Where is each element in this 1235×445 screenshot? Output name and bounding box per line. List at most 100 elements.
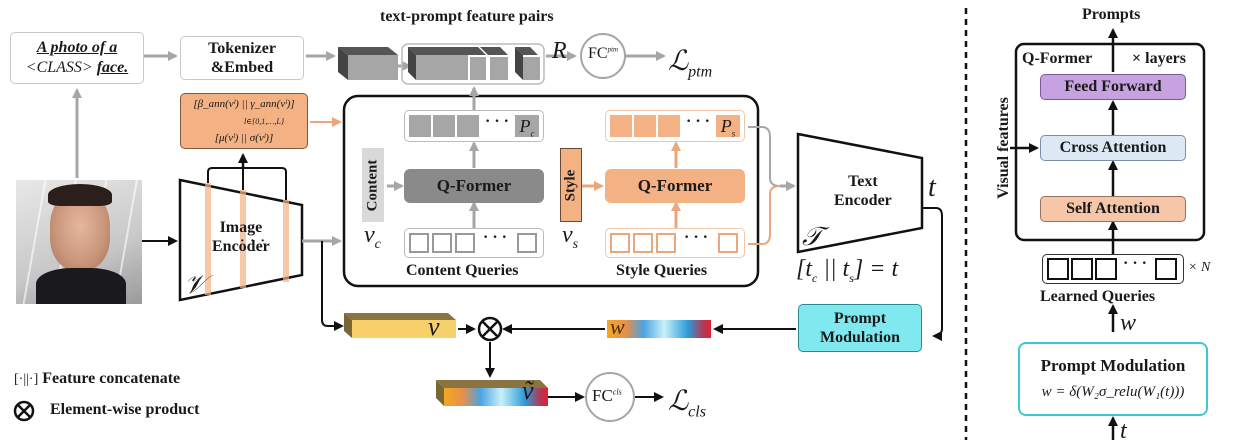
- style-prompt-Ps: Ps: [716, 115, 740, 139]
- image-encoder-label: Image Encoder: [212, 218, 270, 256]
- query-token: [517, 233, 537, 253]
- prompt-token: [433, 115, 455, 137]
- w-feature-bar: [607, 320, 711, 338]
- encoder-bracket: [207, 167, 287, 200]
- query-token: [432, 233, 452, 253]
- query-token: [718, 233, 738, 253]
- text-encoder-shape: [796, 132, 924, 254]
- text-prompt-box: A photo of a <CLASS> face.: [10, 32, 144, 84]
- text-encoder-line2: Encoder: [834, 192, 892, 209]
- v-symbol: v: [364, 222, 375, 248]
- text-encoder-symbol: 𝒯: [802, 222, 822, 251]
- query-token: [656, 233, 676, 253]
- legend-concat-symbol: [·||·]: [14, 372, 39, 387]
- encoder-layer-stripe: [205, 183, 211, 295]
- P-sub: c: [530, 128, 535, 139]
- query-token: [1155, 258, 1177, 280]
- content-queries-label: Content Queries: [406, 262, 519, 279]
- modulation-formula: w = δ(W₂σ_relu(W₁(t))): [1041, 384, 1185, 400]
- v-feature-bar: [344, 313, 456, 338]
- fc-base: FC: [588, 45, 608, 62]
- loss-sub: ptm: [688, 63, 713, 81]
- query-token: [409, 233, 429, 253]
- learned-queries: · · ·: [1042, 254, 1184, 284]
- product-cross: [481, 320, 499, 338]
- prompt-token: [457, 115, 479, 137]
- text-encoder-output-t: t: [928, 172, 936, 203]
- brace-style: [748, 185, 781, 245]
- dual-qformer-container: [342, 94, 760, 288]
- stats-layer-range: l∈{0,1,…,L}: [243, 116, 285, 126]
- text-encoder-line1: Text: [848, 173, 878, 190]
- loss-sub: cls: [688, 403, 706, 421]
- query-token: [610, 233, 630, 253]
- learned-queries-label: Learned Queries: [1040, 288, 1156, 305]
- ellipsis: · · ·: [485, 113, 510, 130]
- text-encoder-label: Text Encoder: [834, 172, 892, 210]
- cross-attention-block: Cross Attention: [1040, 135, 1186, 161]
- qformer-layer-container: [1014, 42, 1206, 242]
- arrow-t-to-modulation: [922, 207, 943, 341]
- prompt-token: [409, 115, 431, 137]
- v-tilde-feature-bar: [436, 380, 548, 406]
- arrow-encoder-to-v: [321, 241, 344, 331]
- right-t-label: t: [1120, 418, 1127, 444]
- prompt-token: [634, 115, 656, 137]
- style-queries-label: Style Queries: [616, 262, 708, 279]
- style-stats-box: [β_ann(vˡ) || γ_ann(vˡ)] l∈{0,1,…,L} [μ(…: [180, 93, 308, 149]
- ellipsis: · · ·: [686, 113, 711, 130]
- tc: t: [805, 256, 813, 282]
- image-encoder-line2: Encoder: [212, 238, 270, 255]
- content-prompt-tokens: · · · Pc: [404, 110, 544, 142]
- brace-content: [748, 126, 781, 187]
- t-rhs: t: [891, 256, 899, 282]
- layers-label: × layers: [1132, 50, 1186, 67]
- class-token: <CLASS>: [25, 59, 93, 76]
- encoder-layer-dots: · · ·: [240, 234, 267, 249]
- v-sub: s: [572, 236, 579, 252]
- loss-symbol: ℒ: [668, 46, 689, 77]
- style-label: Style: [562, 169, 579, 201]
- query-token: [633, 233, 653, 253]
- tokenizer-embed-box: Tokenizer &Embed: [180, 36, 304, 80]
- legend-otimes-cross: [17, 404, 31, 418]
- loss-cls: ℒcls: [668, 384, 706, 422]
- modulation-line1: Prompt: [833, 310, 887, 327]
- tokenizer-line2: &Embed: [210, 59, 274, 76]
- jacket: [36, 268, 126, 304]
- ts-sub: s: [849, 270, 854, 285]
- style-queries: · · ·: [605, 228, 745, 258]
- P-symbol: P: [720, 116, 732, 136]
- self-attention-block: Self Attention: [1040, 196, 1186, 222]
- encoder-layer-stripe: [283, 200, 289, 282]
- text-prompt-line2: <CLASS> face.: [26, 58, 128, 78]
- prompt-token: [658, 115, 680, 137]
- image-encoder-line1: Image: [219, 219, 263, 236]
- qformer-title: Q-Former: [1022, 50, 1093, 67]
- vs-label: vs: [562, 222, 578, 253]
- prompt-modulation-detail: Prompt Modulation w = δ(W₂σ_relu(W₁(t))): [1018, 342, 1208, 416]
- feed-forward-block: Feed Forward: [1040, 74, 1186, 100]
- ellipsis: · · ·: [684, 229, 709, 246]
- fc-ptm-label: FCptm: [588, 45, 618, 63]
- ts: t: [842, 256, 850, 282]
- fc-cls-label: FCcls: [592, 386, 622, 406]
- feature-pairs-frame: [401, 43, 545, 85]
- R-label: R: [552, 38, 567, 64]
- content-label: Content: [364, 159, 381, 211]
- style-qformer: Q-Former: [605, 169, 745, 203]
- ellipsis: · · ·: [483, 229, 508, 246]
- content-feature-bar: Content: [362, 148, 384, 222]
- v-bar-label: v: [428, 312, 440, 341]
- style-feature-bar: Style: [560, 148, 582, 222]
- text-prompt-line1: A photo of a: [36, 39, 118, 56]
- stats-bottom: [μ(vˡ) || σ(vˡ)]: [214, 131, 274, 144]
- modulation-line2: Modulation: [819, 329, 900, 346]
- P-sub: s: [731, 128, 736, 139]
- query-token: [1095, 258, 1117, 280]
- tokenizer-line1: Tokenizer: [208, 40, 276, 57]
- token-block: [338, 47, 398, 80]
- prompt-modulation-title: Prompt Modulation: [1040, 356, 1186, 375]
- fc-sup: ptm: [607, 45, 619, 54]
